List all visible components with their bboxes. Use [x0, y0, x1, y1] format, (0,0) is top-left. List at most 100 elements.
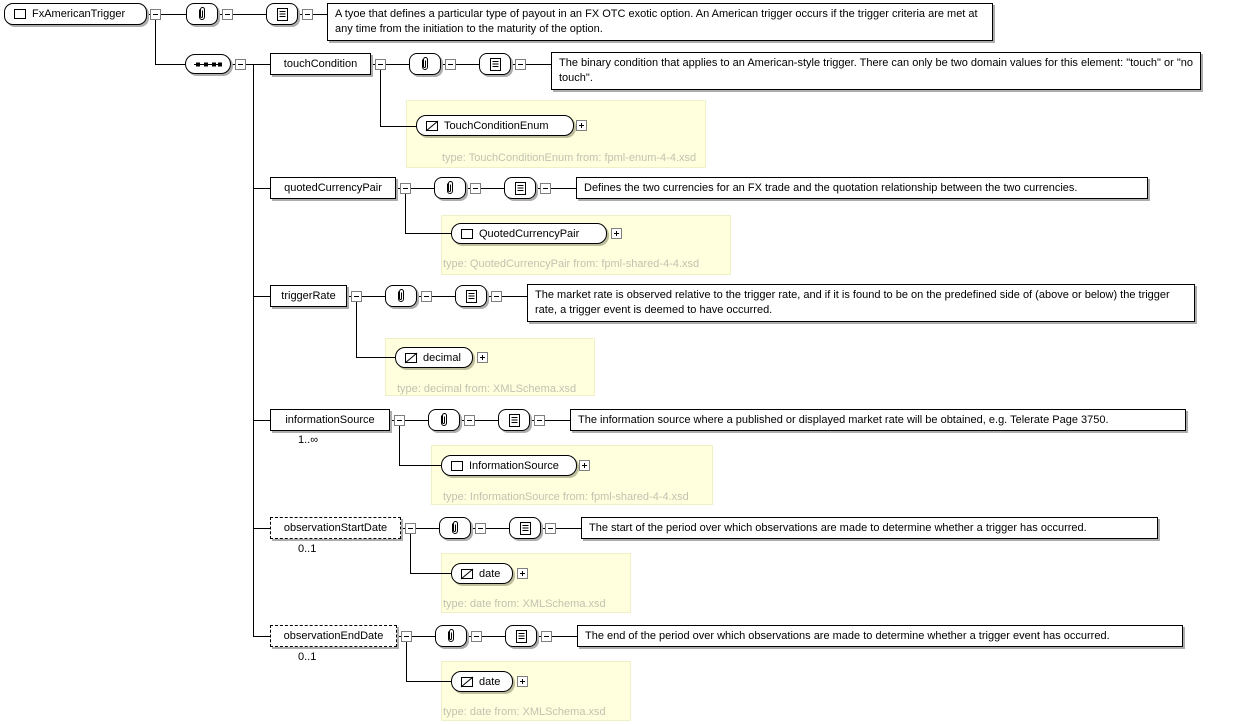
document-icon: [276, 7, 289, 22]
annotation-text: The end of the period over which observa…: [577, 625, 1183, 647]
cardinality-label: 1..∞: [298, 434, 319, 446]
collapse-toggle[interactable]: [235, 59, 246, 70]
collapse-toggle[interactable]: [534, 415, 545, 426]
element-root[interactable]: FxAmericanTrigger: [4, 3, 147, 25]
collapse-toggle[interactable]: [445, 59, 456, 70]
attributes-box[interactable]: [428, 409, 460, 431]
type-note: type: date from: XMLSchema.xsd: [443, 706, 606, 718]
expand-toggle[interactable]: [517, 568, 528, 579]
type-pill[interactable]: date: [451, 671, 513, 692]
type-label: InformationSource: [469, 459, 559, 472]
collapse-toggle[interactable]: [351, 291, 362, 302]
element-observationStartDate[interactable]: observationStartDate: [270, 517, 401, 539]
collapse-toggle[interactable]: [470, 183, 481, 194]
type-pill[interactable]: InformationSource: [441, 455, 577, 476]
document-icon: [465, 289, 478, 304]
collapse-toggle[interactable]: [405, 523, 416, 534]
expand-toggle[interactable]: [579, 460, 590, 471]
type-label: date: [479, 675, 501, 688]
type-pill[interactable]: QuotedCurrencyPair: [451, 223, 607, 244]
collapse-toggle[interactable]: [491, 291, 502, 302]
sequence-compositor[interactable]: [185, 54, 231, 74]
paperclip-icon: [444, 180, 456, 196]
sequence-icon: [193, 60, 223, 69]
expand-toggle[interactable]: [477, 352, 488, 363]
connector: [401, 528, 581, 529]
collapse-toggle[interactable]: [475, 523, 486, 534]
annotation-box[interactable]: [504, 177, 536, 199]
connector: [380, 126, 416, 127]
collapse-toggle[interactable]: [401, 631, 412, 642]
annotation-text: The binary condition that applies to an …: [551, 52, 1201, 90]
element-informationSource[interactable]: informationSource: [270, 409, 390, 431]
cardinality-label: 0..1: [298, 651, 317, 663]
collapse-toggle[interactable]: [222, 9, 233, 20]
type-pill[interactable]: date: [451, 563, 513, 584]
annotation-box[interactable]: [505, 625, 537, 647]
collapse-toggle[interactable]: [421, 291, 432, 302]
collapse-toggle[interactable]: [302, 9, 313, 20]
type-label: QuotedCurrencyPair: [479, 227, 580, 240]
attributes-box[interactable]: [434, 177, 466, 199]
expand-toggle[interactable]: [517, 676, 528, 687]
annotation-text: A tyoe that defines a particular type of…: [327, 3, 993, 41]
element-triggerRate[interactable]: triggerRate: [270, 285, 347, 307]
annotation-text: The information source where a published…: [570, 409, 1186, 431]
collapse-toggle[interactable]: [541, 631, 552, 642]
paperclip-icon: [438, 412, 450, 428]
element-label: observationEndDate: [283, 630, 384, 642]
slashed-square-icon: [460, 676, 474, 688]
connector: [253, 528, 270, 529]
element-touchCondition[interactable]: touchCondition: [270, 53, 371, 75]
paperclip-icon: [419, 56, 431, 72]
annotation-box[interactable]: [455, 285, 487, 307]
connector: [347, 296, 527, 297]
annotation-box[interactable]: [498, 409, 530, 431]
square-icon: [450, 460, 464, 472]
connector: [406, 681, 451, 682]
slashed-square-icon: [425, 120, 439, 132]
square-icon: [460, 228, 474, 240]
annotation-box[interactable]: [509, 517, 541, 539]
collapse-toggle[interactable]: [375, 59, 386, 70]
annotation-box[interactable]: [479, 53, 511, 75]
cardinality-label: 0..1: [298, 543, 317, 555]
document-icon: [508, 413, 521, 428]
type-pill[interactable]: decimal: [395, 347, 473, 368]
attributes-box[interactable]: [409, 53, 441, 75]
collapse-toggle[interactable]: [400, 183, 411, 194]
element-quotedCurrencyPair[interactable]: quotedCurrencyPair: [270, 177, 396, 199]
element-label: observationStartDate: [283, 522, 388, 534]
expand-toggle[interactable]: [611, 228, 622, 239]
connector: [410, 573, 451, 574]
collapse-toggle[interactable]: [515, 59, 526, 70]
connector: [405, 233, 451, 234]
collapse-toggle[interactable]: [471, 631, 482, 642]
attributes-box[interactable]: [186, 3, 218, 25]
connector: [155, 14, 156, 64]
attributes-box[interactable]: [439, 517, 471, 539]
connector: [253, 296, 270, 297]
connector: [356, 357, 395, 358]
collapse-toggle[interactable]: [150, 9, 161, 20]
paperclip-icon: [449, 520, 461, 536]
attributes-box[interactable]: [385, 285, 417, 307]
element-observationEndDate[interactable]: observationEndDate: [270, 625, 397, 647]
connector: [356, 296, 357, 357]
expand-toggle[interactable]: [576, 120, 587, 131]
annotation-box[interactable]: [266, 3, 298, 25]
collapse-toggle[interactable]: [464, 415, 475, 426]
collapse-toggle[interactable]: [540, 183, 551, 194]
connector: [397, 636, 577, 637]
attributes-box[interactable]: [435, 625, 467, 647]
collapse-toggle[interactable]: [394, 415, 405, 426]
connector: [410, 528, 411, 573]
connector: [371, 64, 551, 65]
type-pill[interactable]: TouchConditionEnum: [416, 115, 574, 136]
collapse-toggle[interactable]: [545, 523, 556, 534]
connector: [390, 420, 570, 421]
type-note: type: date from: XMLSchema.xsd: [443, 598, 606, 610]
connector: [253, 420, 270, 421]
connector: [253, 636, 270, 637]
